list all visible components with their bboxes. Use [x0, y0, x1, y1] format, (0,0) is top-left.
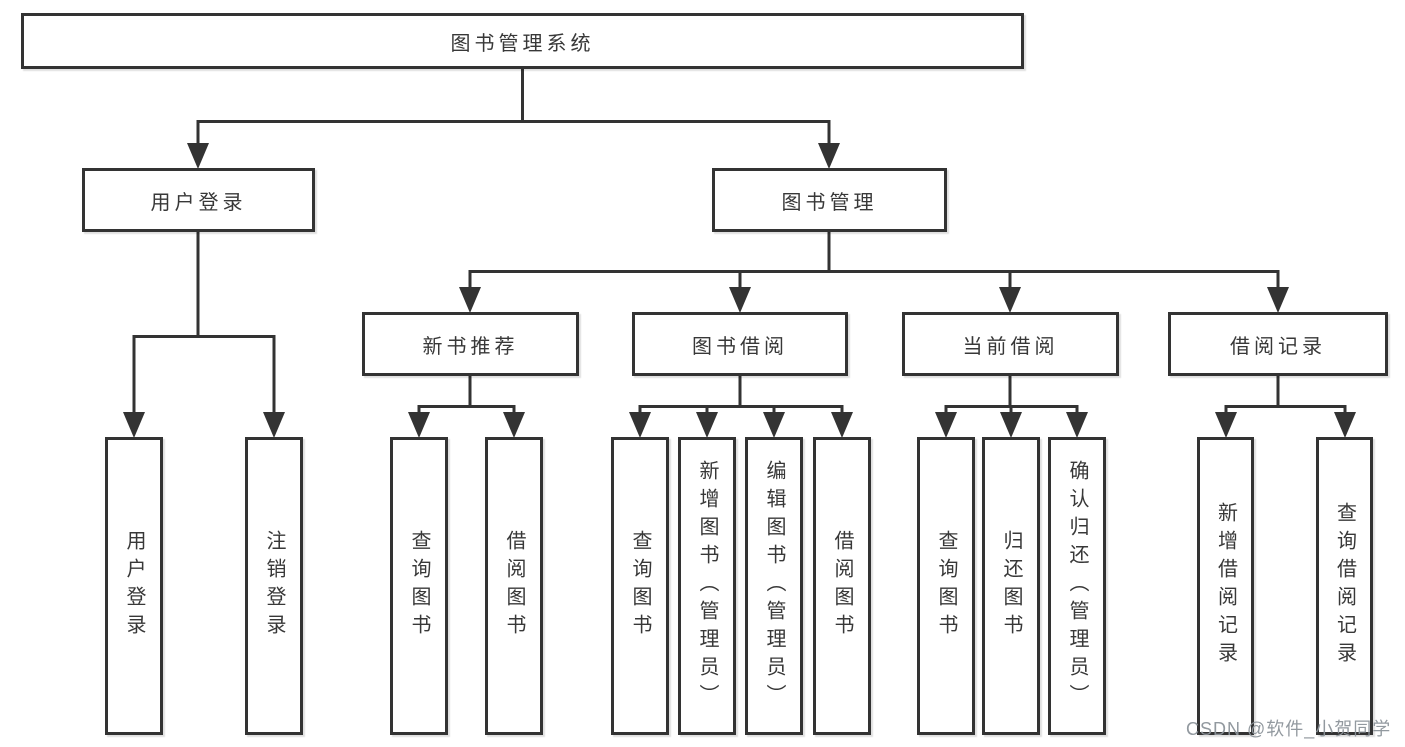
leaf-borrow-edit-admin: 编辑图书（管理员） [745, 437, 803, 735]
leaf-current-query: 查询图书 [917, 437, 975, 735]
leaf-newbook-query: 查询图书 [390, 437, 448, 735]
arrowhead-icons [123, 143, 1356, 438]
node-current-borrow: 当前借阅 [902, 312, 1119, 376]
leaf-borrow-add-admin-label: 新增图书（管理员） [696, 460, 718, 712]
leaf-current-query-label: 查询图书 [935, 530, 957, 642]
node-user-login-label: 用户登录 [150, 191, 247, 214]
leaf-current-return-label: 归还图书 [1000, 530, 1022, 642]
leaf-current-confirm-admin: 确认归还（管理员） [1048, 437, 1106, 735]
node-borrow-records-label: 借阅记录 [1230, 335, 1326, 358]
leaf-borrow-add-admin: 新增图书（管理员） [678, 437, 736, 735]
leaf-records-query: 查询借阅记录 [1316, 437, 1373, 735]
leaf-current-return: 归还图书 [982, 437, 1040, 735]
leaf-newbook-borrow: 借阅图书 [485, 437, 543, 735]
node-root: 图书管理系统 [21, 13, 1024, 69]
node-new-book-recommend-label: 新书推荐 [422, 335, 519, 358]
leaf-user-login-label: 用户登录 [123, 530, 145, 642]
csdn-watermark: CSDN @软件_小贺同学 [1186, 719, 1392, 739]
leaf-logout-label: 注销登录 [263, 530, 285, 642]
node-new-book-recommend: 新书推荐 [362, 312, 579, 376]
node-current-borrow-label: 当前借阅 [962, 335, 1059, 358]
leaf-user-login: 用户登录 [105, 437, 163, 735]
leaf-borrow-book-label: 借阅图书 [831, 530, 853, 642]
leaf-logout: 注销登录 [245, 437, 303, 735]
node-borrow-records: 借阅记录 [1168, 312, 1388, 376]
leaf-current-confirm-admin-label: 确认归还（管理员） [1066, 460, 1088, 712]
leaf-newbook-borrow-label: 借阅图书 [503, 530, 525, 642]
node-book-management-label: 图书管理 [781, 191, 878, 214]
node-book-borrow-label: 图书借阅 [692, 335, 788, 358]
leaf-records-add-label: 新增借阅记录 [1214, 502, 1237, 670]
leaf-borrow-book: 借阅图书 [813, 437, 871, 735]
node-user-login: 用户登录 [82, 168, 315, 232]
leaf-newbook-query-label: 查询图书 [408, 530, 430, 642]
leaf-records-add: 新增借阅记录 [1197, 437, 1254, 735]
leaf-borrow-query-label: 查询图书 [629, 530, 651, 642]
leaf-borrow-edit-admin-label: 编辑图书（管理员） [763, 460, 785, 712]
leaf-borrow-query: 查询图书 [611, 437, 669, 735]
node-root-label: 图书管理系统 [450, 32, 595, 55]
node-book-borrow: 图书借阅 [632, 312, 848, 376]
leaf-records-query-label: 查询借阅记录 [1333, 502, 1356, 670]
node-book-management: 图书管理 [712, 168, 947, 232]
